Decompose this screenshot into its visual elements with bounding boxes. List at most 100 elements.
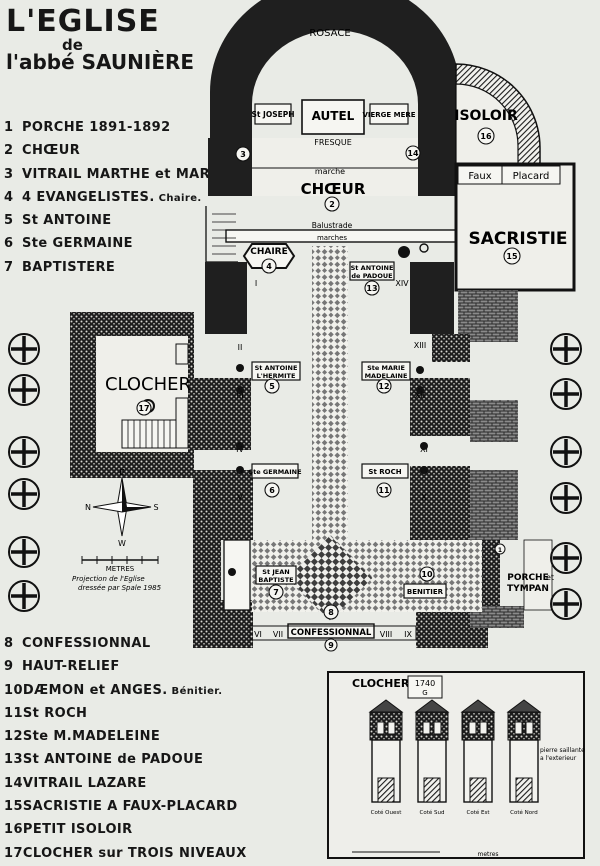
legend-item: 16PETIT ISOLOIR [4, 818, 251, 841]
page-title: L'EGLISE de l'abbé SAUNIÈRE [6, 4, 194, 74]
legend-item: 13St ANTOINE de PADOUE [4, 748, 251, 771]
legend-note: Chaire. [158, 192, 202, 204]
scale-bar: METRES Projection de l'Eglise dressée pa… [72, 556, 162, 592]
legend-text: VITRAIL LAZARE [22, 775, 147, 791]
placard-label: Placard [513, 171, 550, 182]
legend-item: 10DÆMON et ANGES.Bénitier. [4, 679, 251, 702]
legend-item: 14VITRAIL LAZARE [4, 772, 251, 795]
legend-item: 2 CHŒUR [4, 139, 229, 162]
title-line1: L'EGLISE [6, 4, 160, 39]
germaine-label: Ste GERMAINE [248, 468, 301, 476]
legend-item: 15SACRISTIE A FAUX-PLACARD [4, 795, 251, 818]
isoloir [455, 83, 519, 165]
cross-icon [550, 542, 582, 574]
legend-number: 2 [4, 143, 14, 159]
tower-elevation: Coté Nord [506, 699, 542, 816]
num-6: 6 [269, 486, 275, 495]
porche-label1: PORCHE [507, 573, 548, 583]
num-3: 3 [240, 150, 246, 159]
legend-item: 7 BAPTISTERE [4, 256, 229, 279]
num-9: 9 [328, 641, 334, 650]
clocher-inset: CLOCHER 1740 G pierre saillante a l'exte… [327, 671, 585, 859]
legend-number: 16 [4, 822, 23, 838]
tower-view-label: Coté Ouest [371, 809, 403, 816]
num-12: 12 [378, 382, 389, 391]
legend-number: 14 [4, 775, 23, 791]
legend-number: 11 [4, 705, 23, 721]
choeur-label: CHŒUR [301, 180, 366, 198]
confessionnal-label: CONFESSIONNAL [291, 628, 372, 638]
baptiste-label1: St JEAN [262, 568, 289, 576]
projection-line1: Projection de l'Eglise [72, 575, 145, 583]
legend-number: 3 [4, 166, 14, 182]
tower-elevation: Coté Est [460, 699, 496, 816]
cross-icon [8, 478, 40, 510]
legend-text: Ste M.MADELEINE [22, 729, 161, 745]
legend-number: 5 [4, 213, 14, 229]
cross-icon [550, 333, 582, 365]
tower-view-label: Coté Sud [420, 809, 445, 816]
num-5: 5 [269, 382, 275, 391]
num-10: 10 [421, 570, 433, 579]
roman-bottom-0: VI [254, 630, 262, 639]
legend-number: 9 [4, 659, 14, 675]
cross-icon [550, 482, 582, 514]
cross-icon [550, 436, 582, 468]
stroch-label: St ROCH [368, 468, 401, 476]
legend-text: CLOCHER sur TROIS NIVEAUX [22, 845, 247, 861]
legend-text: HAUT-RELIEF [22, 659, 120, 675]
num-15: 15 [506, 252, 518, 261]
compass: E N S W [85, 468, 159, 548]
title-line3: l'abbé SAUNIÈRE [6, 50, 195, 74]
legend-text: BAPTISTERE [22, 259, 116, 275]
legend-item: 9 HAUT-RELIEF [4, 655, 251, 678]
rosace-label: ROSACE [309, 28, 350, 39]
padoue-label2: de PADOUE [351, 272, 392, 280]
roman-right-2: XII [415, 391, 425, 400]
compass-w: W [118, 539, 126, 548]
isoloir-label: ISOLOIR [454, 108, 518, 124]
legend-text: CHŒUR [22, 143, 81, 159]
balustrade-label: Balustrade [312, 221, 353, 230]
stjoseph-label: St JOSEPH [251, 110, 294, 119]
legend-text: VITRAIL MARTHE et MARIE [22, 166, 225, 182]
legend-number: 8 [4, 636, 14, 651]
legend-number: 17 [4, 845, 23, 861]
legend-text: Ste GERMAINE [22, 236, 133, 252]
faux-label: Faux [468, 171, 491, 182]
nave-aisle [312, 246, 348, 542]
num-8: 8 [328, 608, 334, 617]
legend-number: 7 [4, 259, 14, 275]
tower-elevation: Coté Ouest [368, 699, 404, 816]
cross-icon [8, 536, 40, 568]
legend-number: 1 [4, 120, 14, 135]
porche-label2: TYMPAN [507, 584, 549, 594]
floor-diamond [287, 535, 373, 621]
legend-number: 4 [4, 189, 14, 205]
clocher-label: CLOCHER [105, 374, 191, 395]
legend-note: Bénitier. [171, 685, 223, 697]
roman-bottom-1: VII [273, 630, 283, 639]
porche-et: et [546, 573, 554, 582]
title-line2: de [62, 36, 83, 54]
legend-text: St ANTOINE [22, 213, 112, 229]
chaire-label: CHAIRE [250, 247, 288, 257]
cemetery-crosses [8, 333, 582, 620]
legend-text: St ANTOINE de PADOUE [22, 752, 204, 768]
cross-icon [550, 588, 582, 620]
chaire [242, 243, 296, 269]
legend-number: 10 [4, 682, 23, 698]
balustrade: Balustrade marches [225, 221, 459, 243]
fresque-label: FRESQUE [314, 138, 352, 147]
madelaine-label2: MADELAINE [365, 372, 408, 380]
cross-icon [8, 374, 40, 406]
roman-right-1: XIII [414, 341, 427, 350]
inset-date: 1740 [415, 679, 435, 688]
num-14: 14 [407, 149, 419, 158]
tower-view-label: Coté Nord [510, 809, 538, 816]
roman-left-0: I [255, 279, 257, 288]
roman-bottom-2: VIII [380, 630, 393, 639]
